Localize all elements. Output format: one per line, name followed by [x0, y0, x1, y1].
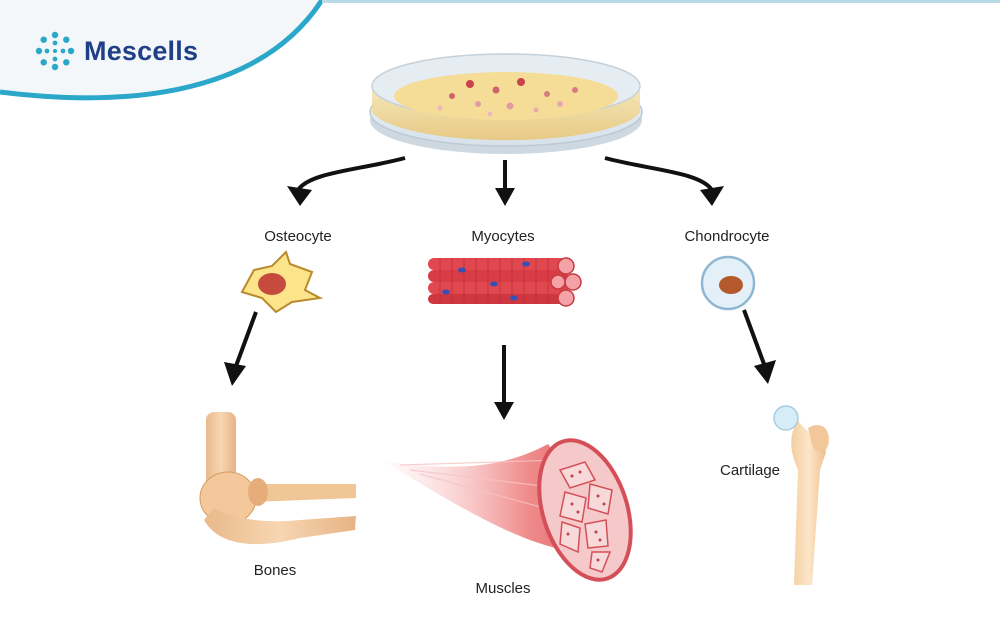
chondrocyte-cell: [700, 255, 756, 311]
label-myocytes: Myocytes: [471, 228, 535, 245]
petri-dish: [369, 53, 643, 154]
bones-illustration: [199, 412, 356, 545]
header-swoosh: [0, 0, 1000, 101]
osteocyte-cell: [240, 250, 324, 314]
arrows-top: [287, 156, 724, 206]
label-cartilage: Cartilage: [719, 462, 781, 479]
label-chondrocyte: Chondrocyte: [684, 228, 770, 245]
brand-name: Mescells: [84, 35, 199, 66]
myocytes-bundle: [428, 257, 582, 307]
label-bones: Bones: [253, 562, 297, 579]
cell-cluster-icon: [35, 31, 75, 71]
muscle-illustration: [385, 438, 633, 582]
cartilage-illustration: [773, 405, 829, 585]
arrows-bottom: [224, 309, 776, 420]
label-osteocyte: Osteocyte: [264, 228, 332, 245]
label-muscles: Muscles: [475, 580, 531, 597]
brand-logo[interactable]: Mescells: [34, 30, 198, 72]
